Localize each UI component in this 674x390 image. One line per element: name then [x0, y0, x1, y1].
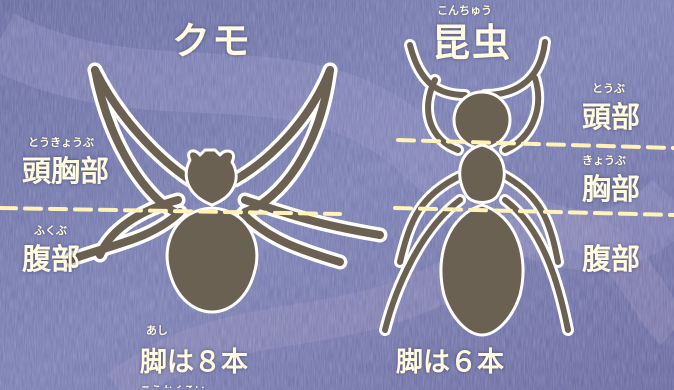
insect-title: 昆虫	[432, 21, 513, 65]
spider-cephalothorax-label: 頭胸部	[22, 154, 110, 188]
spider-legs-ruby: あし	[146, 324, 168, 337]
spider-cephalothorax-ruby: とうきょうぶ	[28, 136, 94, 149]
spider-abdomen-label: 腹部	[22, 242, 81, 276]
insect-abdomen-label: 腹部	[582, 242, 641, 276]
insect-title-ruby: こんちゅう	[437, 4, 492, 17]
spider-divider	[0, 206, 342, 216]
spider-title: クモ	[172, 19, 253, 63]
insect-head-ruby: とうぶ	[592, 82, 625, 95]
spider-legs-label: 脚は８本	[140, 347, 248, 378]
spider-abdomen-ruby: ふくぶ	[34, 224, 67, 237]
insect-head-label: 頭部	[582, 100, 641, 134]
spider-silhouette	[62, 62, 388, 314]
insect-divider-head	[396, 138, 674, 150]
segment-dividers	[0, 138, 674, 217]
insect-thorax-label: 胸部	[582, 172, 641, 206]
spider-cut-ruby: こうかくるい	[140, 382, 206, 388]
insect-legs-label: 脚は６本	[396, 347, 504, 378]
insect-divider-thorax	[393, 206, 674, 217]
insect-silhouette	[379, 36, 574, 337]
insect-thorax-ruby: きょうぶ	[582, 154, 626, 167]
